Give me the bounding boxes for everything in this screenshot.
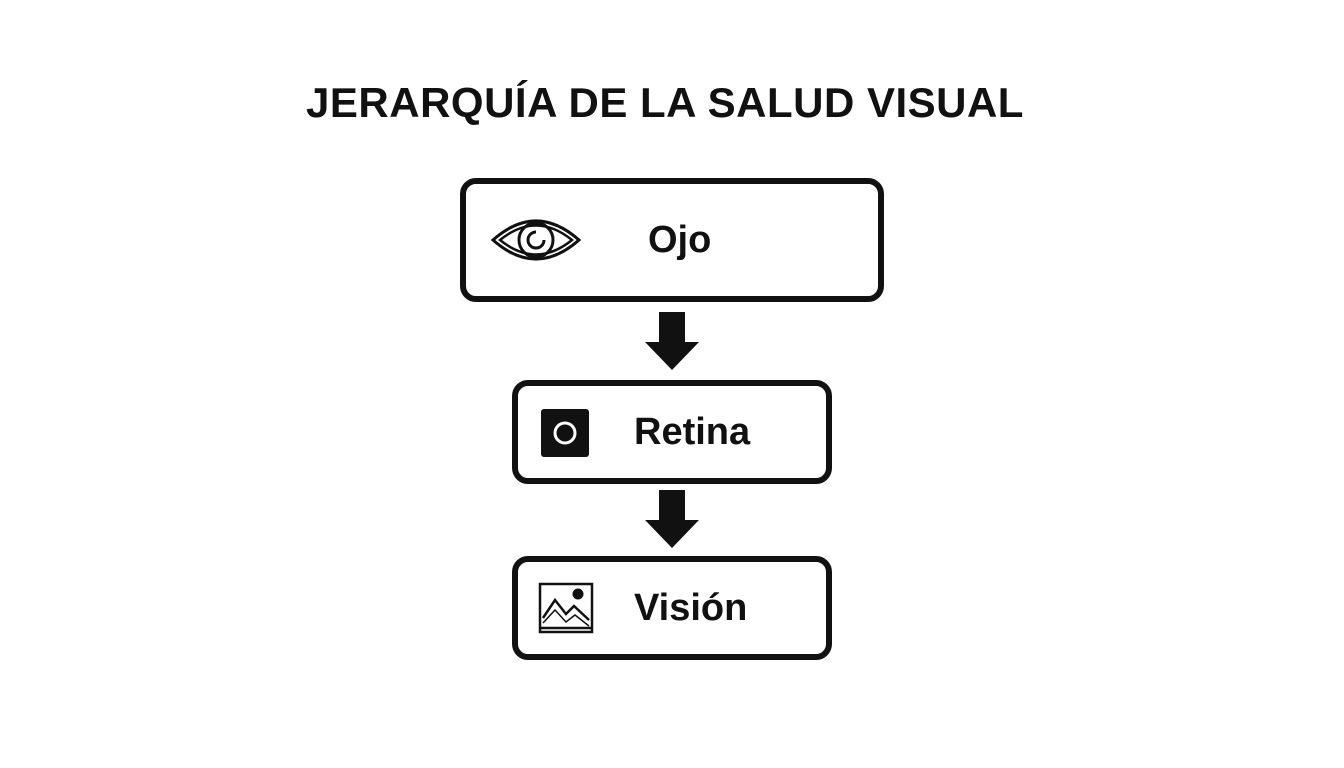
node-ojo-label: Ojo [648, 219, 712, 261]
retina-icon [541, 409, 589, 457]
arrow-ojo-to-retina [645, 312, 699, 370]
node-retina: Retina [512, 380, 832, 484]
eye-icon [490, 219, 582, 261]
landscape-image-icon [538, 582, 594, 634]
node-vision: Visión [512, 556, 832, 660]
arrow-retina-to-vision [645, 490, 699, 548]
node-ojo: Ojo [460, 178, 884, 302]
node-retina-label: Retina [634, 411, 751, 453]
node-vision-label: Visión [634, 587, 748, 629]
diagram-title: JERARQUÍA DE LA SALUD VISUAL [306, 79, 1024, 126]
